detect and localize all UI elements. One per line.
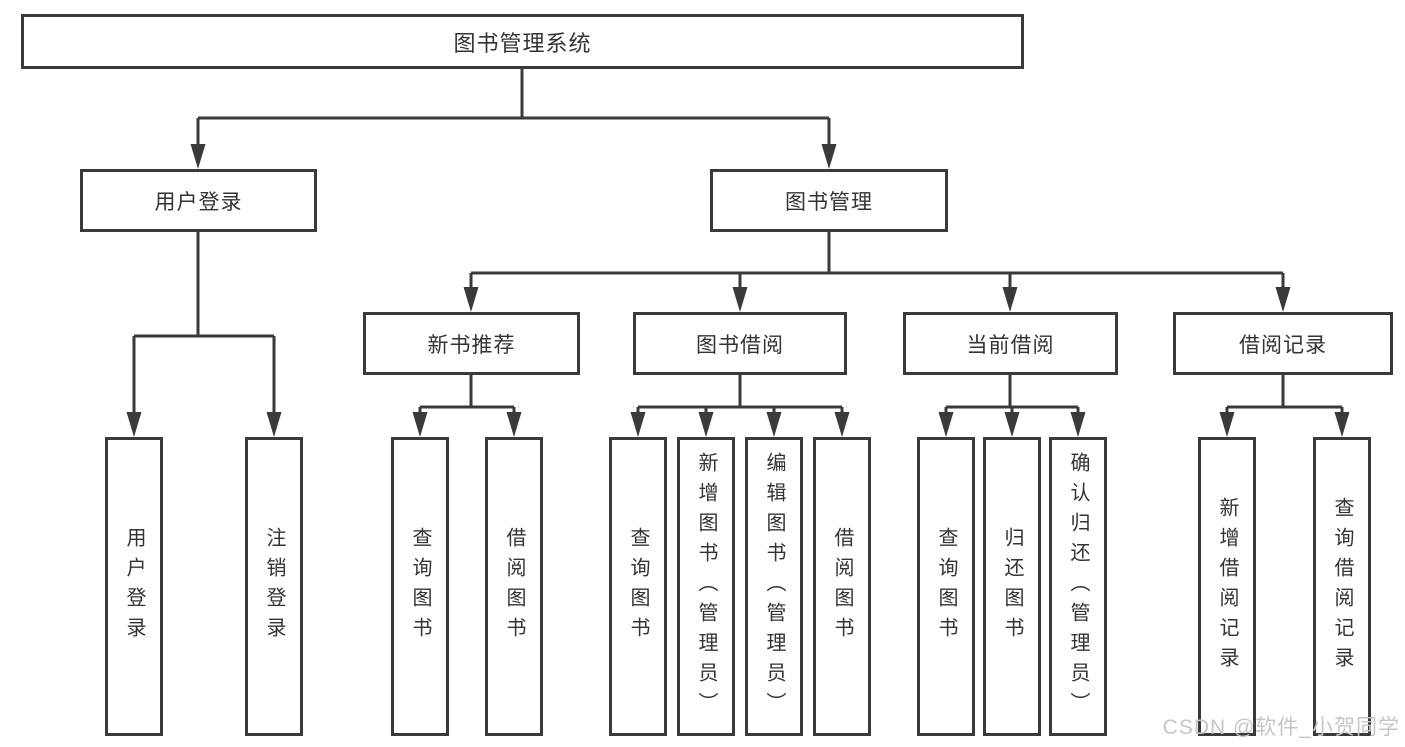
csdn-watermark: CSDN @软件_小贺同学 [1162,716,1400,739]
connector-spines [132,69,1344,414]
node-label: 查询图书 [627,526,649,647]
node-label: 查询借阅记录 [1331,496,1353,677]
node-leaf-edit-book-admin: 编辑图书（管理员） [745,437,803,736]
node-label: 借阅图书 [503,526,525,647]
node-label: 用户登录 [123,526,145,647]
node-user-login-group: 用户登录 [80,169,317,232]
node-leaf-borrow-books-2: 借阅图书 [813,437,871,736]
node-label: 归还图书 [1001,526,1023,647]
node-leaf-query-books-3: 查询图书 [917,437,975,736]
node-label: 图书借阅 [696,333,784,357]
node-current-borrowing: 当前借阅 [903,312,1118,375]
node-leaf-return-book: 归还图书 [983,437,1041,736]
node-label: 编辑图书（管理员） [763,451,785,722]
node-new-book-recommend: 新书推荐 [363,312,580,375]
node-borrowing-records: 借阅记录 [1173,312,1393,375]
node-label: 新增图书（管理员） [695,451,717,722]
node-leaf-query-borrow-record: 查询借阅记录 [1313,437,1371,736]
node-label: 新书推荐 [427,333,516,357]
node-label: 注销登录 [263,526,285,647]
node-label: 图书管理 [785,190,873,214]
node-label: 图书管理系统 [453,30,592,56]
node-leaf-add-borrow-record: 新增借阅记录 [1198,437,1256,736]
node-leaf-query-books-1: 查询图书 [391,437,449,736]
node-label: 查询图书 [935,526,957,647]
node-label: 借阅记录 [1239,333,1327,357]
node-label: 查询图书 [409,526,431,647]
node-library-management-system: 图书管理系统 [21,14,1024,69]
node-label: 借阅图书 [831,526,853,647]
node-leaf-add-book-admin: 新增图书（管理员） [677,437,735,736]
node-leaf-confirm-return-admin: 确认归还（管理员） [1049,437,1107,736]
node-leaf-borrow-books-1: 借阅图书 [485,437,543,736]
node-leaf-logout: 注销登录 [245,437,303,736]
node-label: 确认归还（管理员） [1067,451,1089,722]
node-book-management: 图书管理 [710,169,948,232]
node-leaf-user-login: 用户登录 [105,437,163,736]
node-label: 当前借阅 [966,333,1055,357]
node-leaf-query-books-2: 查询图书 [609,437,667,736]
arrowhead-icon [126,144,1350,437]
node-label: 用户登录 [154,190,243,214]
node-label: 新增借阅记录 [1216,496,1238,677]
node-book-borrowing: 图书借阅 [633,312,847,375]
